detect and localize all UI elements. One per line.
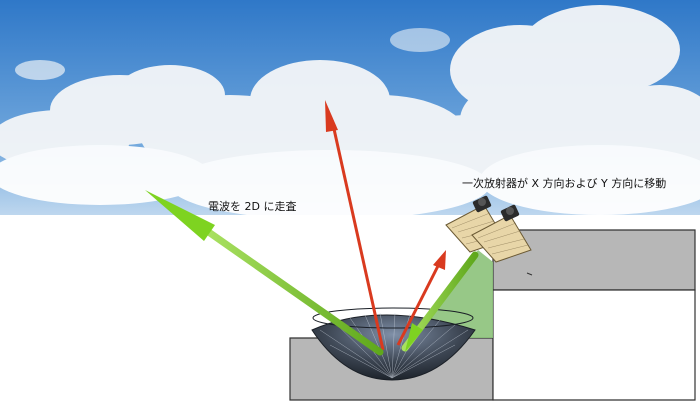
feed-horn-icon	[445, 195, 532, 263]
green-arrow-head-feed	[405, 323, 423, 352]
clouds	[0, 5, 700, 220]
red-arrow-vertical	[330, 119, 385, 351]
red-arrow-head-short	[433, 250, 446, 270]
green-arrows	[145, 190, 479, 356]
red-arrow-short	[396, 261, 442, 346]
red-arrow-head-vertical	[325, 100, 338, 132]
feed-motion-label: 一次放射器が X 方向および Y 方向に移動	[462, 177, 667, 190]
scan-label: 電波を 2D に走査	[208, 200, 297, 213]
green-arrow-scan	[206, 229, 384, 356]
green-arrow-head-scan	[145, 190, 215, 241]
red-arrows	[325, 100, 446, 351]
feed-platform	[492, 229, 696, 401]
